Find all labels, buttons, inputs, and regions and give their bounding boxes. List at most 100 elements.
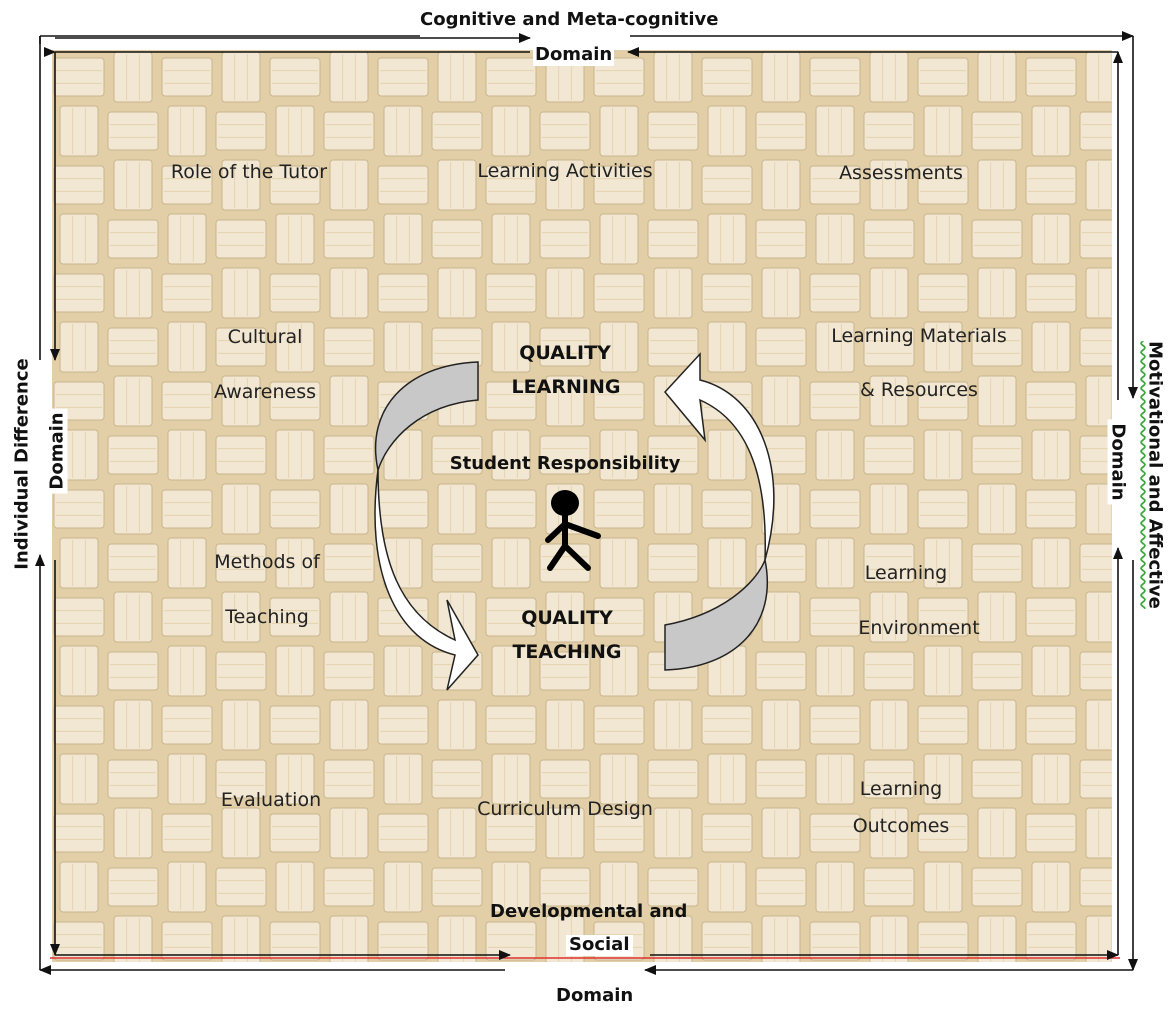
weave-strip: [917, 597, 969, 637]
woven-mat-background: [52, 50, 1112, 962]
weave-strip: [107, 111, 159, 151]
weave-strip: [377, 273, 429, 313]
weave-strip: [485, 921, 537, 961]
weave-strip: [761, 591, 801, 643]
weave-strip: [377, 705, 429, 745]
weave-strip: [1031, 753, 1071, 805]
weave-strip: [761, 51, 801, 103]
weave-strip: [329, 915, 369, 962]
weave-strip: [167, 645, 207, 697]
top-domain-label-line1: Cognitive and Meta-cognitive: [420, 9, 719, 30]
weave-strip: [869, 699, 909, 751]
weave-strip: [437, 51, 477, 103]
weave-strip: [377, 921, 429, 961]
weave-strip: [539, 759, 591, 799]
weave-strip: [761, 159, 801, 211]
weave-strip: [707, 861, 747, 913]
weave-strip: [275, 861, 315, 913]
weave-strip: [761, 483, 801, 535]
weave-strip: [755, 219, 807, 259]
learning-materials-label-line1: Learning Materials: [831, 325, 1007, 347]
weave-strip: [539, 435, 591, 475]
weave-strip: [923, 105, 963, 157]
weave-strip: [923, 321, 963, 373]
weave-strip: [761, 807, 801, 859]
weave-strip: [269, 57, 321, 97]
weave-strip: [329, 483, 369, 535]
assessments-label: Assessments: [839, 162, 963, 184]
weave-strip: [161, 705, 213, 745]
weave-strip: [215, 543, 267, 583]
weave-strip: [599, 537, 639, 589]
weave-strip: [53, 273, 105, 313]
weave-strip: [971, 759, 1023, 799]
weave-strip: [977, 483, 1017, 535]
weave-strip: [431, 867, 483, 907]
weave-strip: [383, 753, 423, 805]
weave-strip: [971, 219, 1023, 259]
weave-strip: [1031, 645, 1071, 697]
weave-strip: [59, 753, 99, 805]
weave-strip: [863, 327, 915, 367]
weave-strip: [917, 921, 969, 961]
weave-strip: [761, 915, 801, 962]
weave-strip: [59, 213, 99, 265]
weave-strip: [1025, 489, 1077, 529]
weave-strip: [761, 267, 801, 319]
weave-strip: [161, 57, 213, 97]
weave-strip: [491, 645, 531, 697]
weave-strip: [701, 597, 753, 637]
weave-strip: [815, 645, 855, 697]
weave-strip: [977, 591, 1017, 643]
weave-strip: [701, 489, 753, 529]
weave-strip: [269, 165, 321, 205]
weave-strip: [917, 813, 969, 853]
weave-strip: [269, 381, 321, 421]
weave-strip: [167, 105, 207, 157]
weave-strip: [437, 591, 477, 643]
weave-strip: [323, 759, 375, 799]
weave-strip: [269, 597, 321, 637]
weave-strip: [815, 213, 855, 265]
weave-strip: [329, 699, 369, 751]
bottom-domain-label-line3: Domain: [556, 985, 634, 1006]
weave-strip: [809, 597, 861, 637]
weave-strip: [437, 267, 477, 319]
weave-strip: [593, 597, 645, 637]
weave-strip: [485, 597, 537, 637]
weave-strip: [545, 375, 585, 427]
weave-strip: [161, 273, 213, 313]
weave-strip: [647, 867, 699, 907]
methods-of-teaching-label-line1: Methods of: [214, 551, 320, 573]
weave-strip: [53, 489, 105, 529]
learning-outcomes-label-line2: Outcomes: [852, 815, 950, 837]
weave-strip: [923, 645, 963, 697]
quality-teaching-label-line2: TEACHING: [512, 641, 622, 663]
weave-strip: [323, 111, 375, 151]
weave-strip: [917, 57, 969, 97]
weave-strip: [1079, 867, 1112, 907]
weave-strip: [809, 489, 861, 529]
weave-strip: [539, 111, 591, 151]
weave-strip: [1031, 105, 1071, 157]
weave-strip: [653, 267, 693, 319]
weave-strip: [923, 429, 963, 481]
weave-strip: [971, 327, 1023, 367]
weave-strip: [647, 219, 699, 259]
weave-strip: [869, 483, 909, 535]
weave-strip: [653, 375, 693, 427]
weave-strip: [653, 483, 693, 535]
weave-strip: [491, 753, 531, 805]
weave-strip: [1079, 111, 1112, 151]
weave-strip: [539, 219, 591, 259]
weave-strip: [923, 861, 963, 913]
weave-strip: [221, 375, 261, 427]
weave-strip: [755, 867, 807, 907]
weave-strip: [485, 165, 537, 205]
weave-strip: [215, 759, 267, 799]
weave-strip: [329, 375, 369, 427]
weave-strip: [1025, 381, 1077, 421]
weave-strip: [53, 165, 105, 205]
weave-strip: [545, 483, 585, 535]
weave-strip: [1079, 651, 1112, 691]
